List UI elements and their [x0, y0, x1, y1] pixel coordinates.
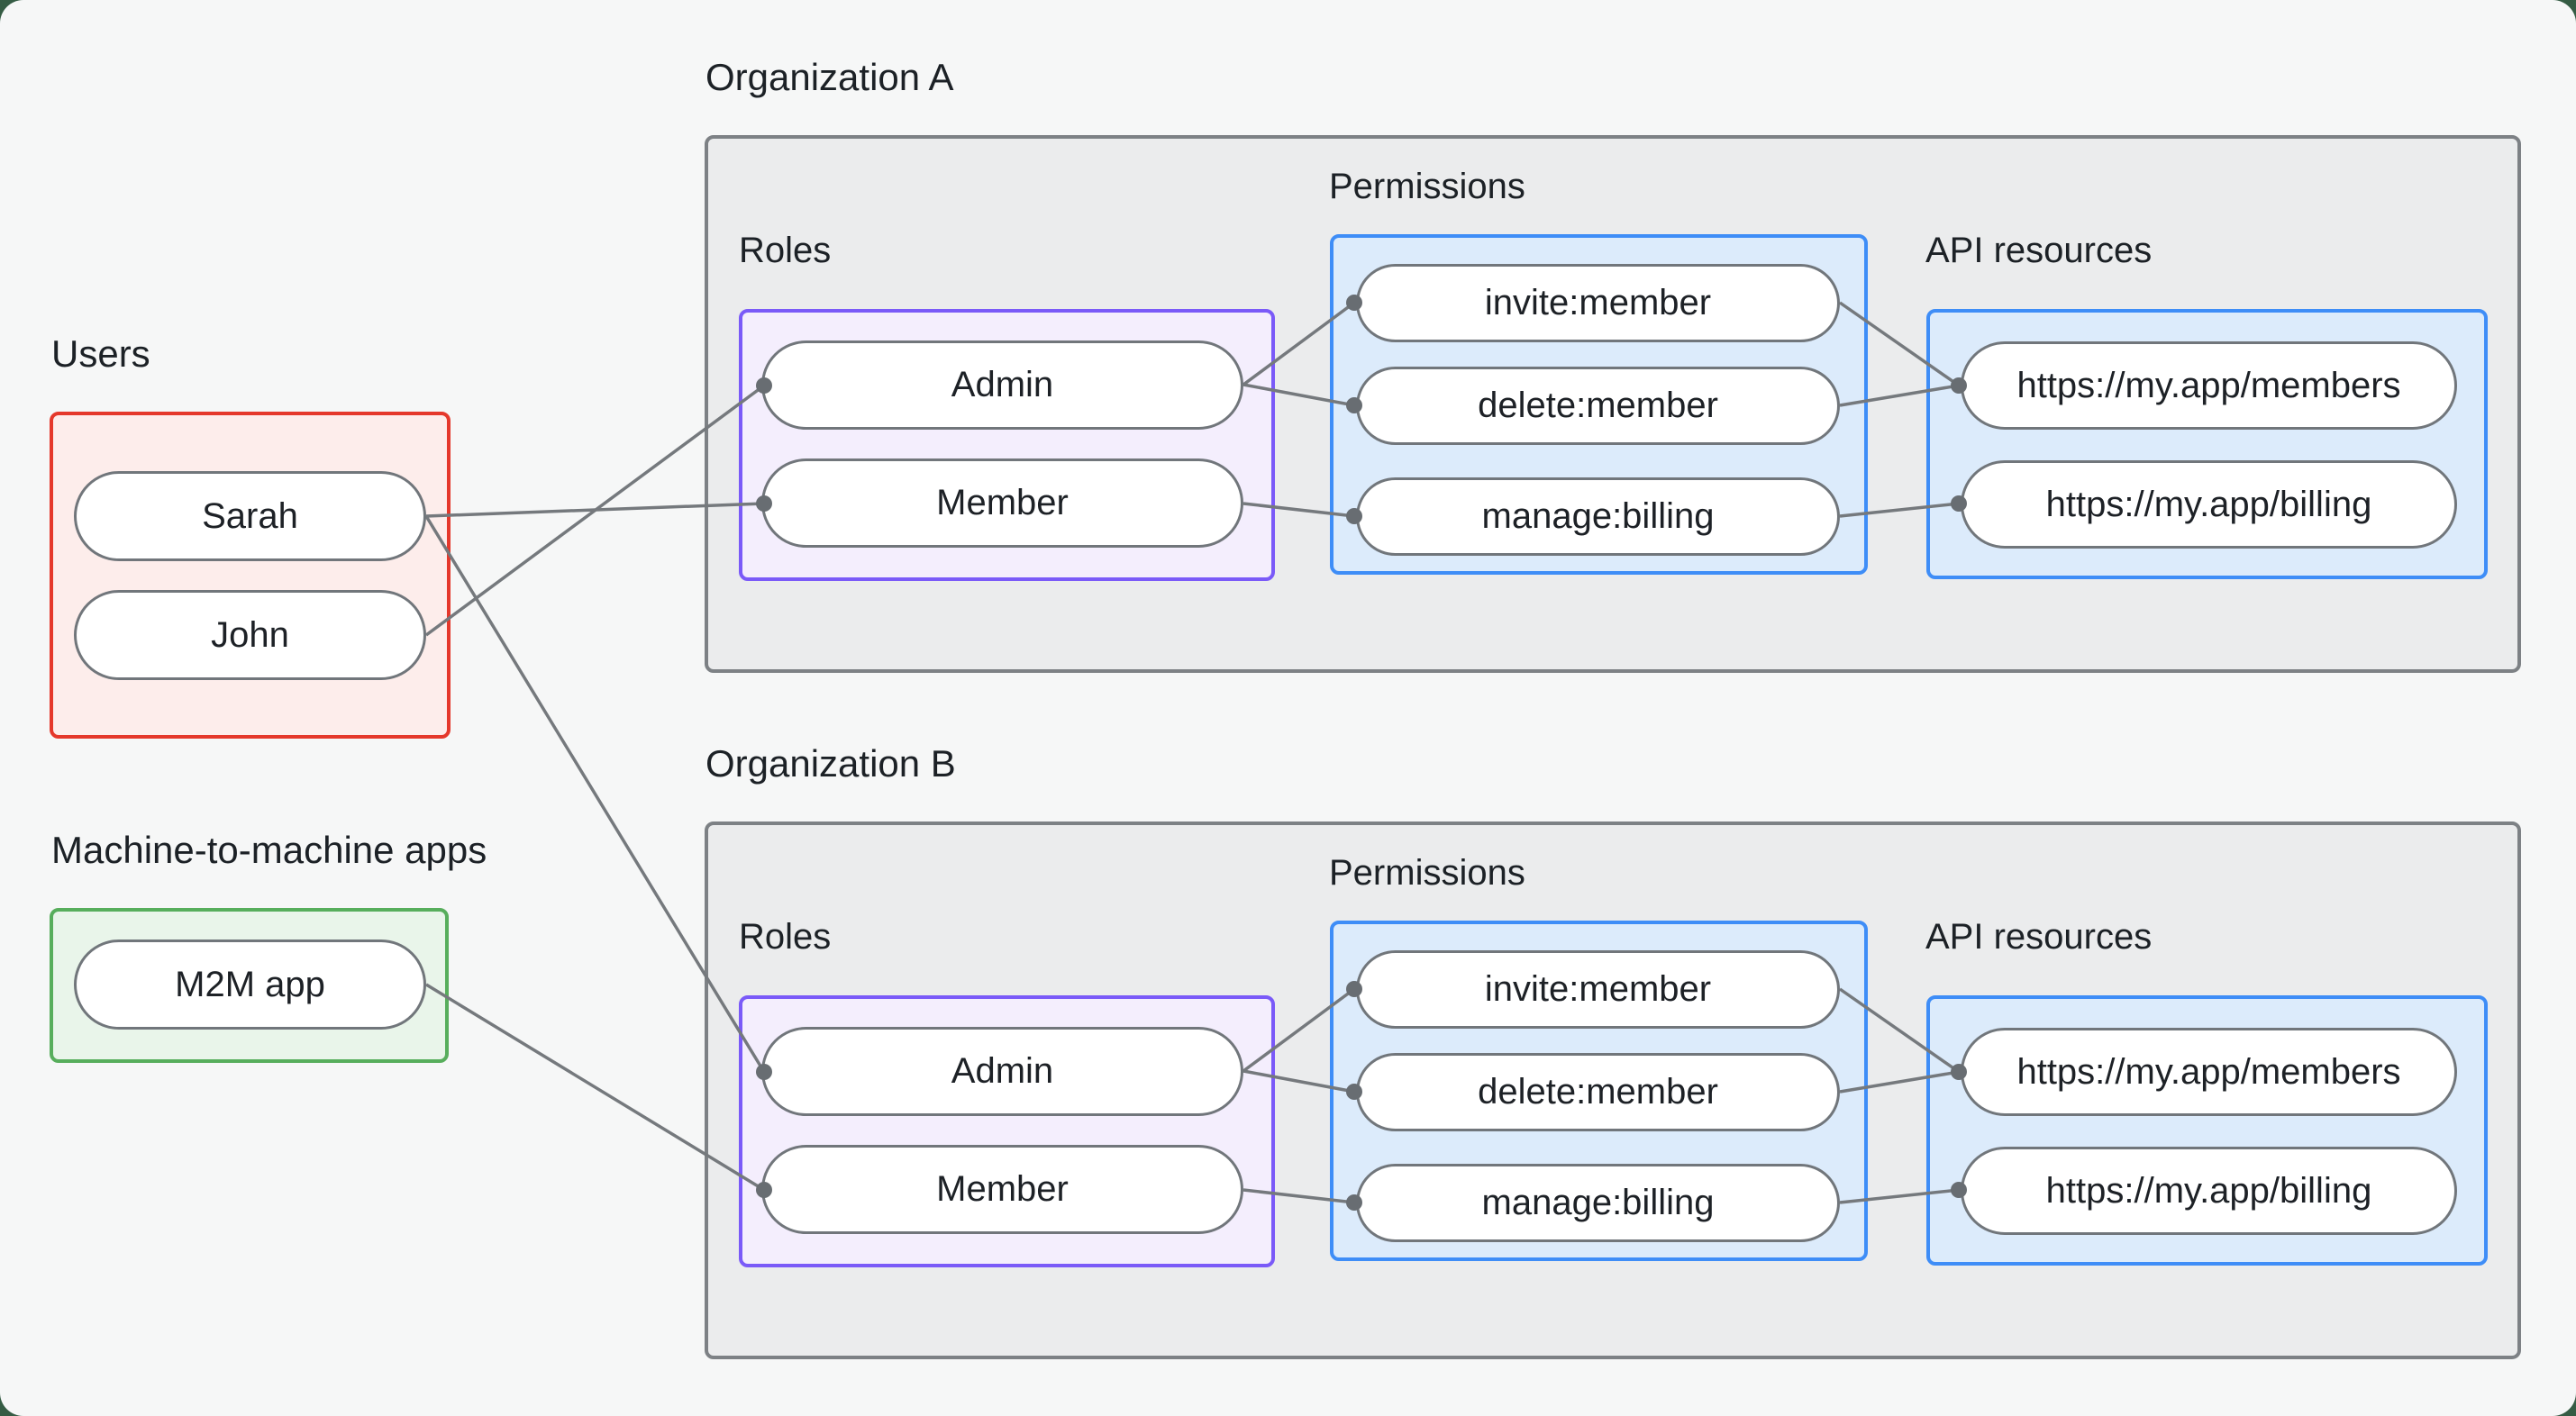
org-a-api-pill-members: https://my.app/members: [1961, 341, 2457, 430]
org-a-api-pill-billing: https://my.app/billing: [1961, 460, 2457, 549]
m2m-group-label: Machine-to-machine apps: [51, 829, 487, 871]
org-b-api-resources-label: API resources: [1925, 917, 2153, 957]
users-group-box: [50, 412, 451, 739]
org-b-api-pill-members: https://my.app/members: [1961, 1028, 2457, 1116]
org-a-role-pill-admin: Admin: [761, 340, 1243, 430]
org-b-permission-pill-invite-member: invite:member: [1356, 950, 1840, 1029]
org-b-role-pill-member: Member: [761, 1145, 1243, 1234]
org-a-permission-pill-delete-member: delete:member: [1356, 367, 1840, 445]
org-a-permission-pill-invite-member: invite:member: [1356, 264, 1840, 342]
org-b-permission-pill-manage-billing: manage:billing: [1356, 1164, 1840, 1242]
org-a-api-resources-label: API resources: [1925, 231, 2153, 270]
user-pill-sarah: Sarah: [74, 471, 426, 561]
m2m-app-pill: M2M app: [74, 939, 426, 1030]
org-b-role-pill-admin: Admin: [761, 1027, 1243, 1116]
users-group-label: Users: [51, 332, 150, 375]
org-b-permission-pill-delete-member: delete:member: [1356, 1053, 1840, 1131]
org-a-permissions-label: Permissions: [1329, 167, 1525, 206]
org-a-roles-label: Roles: [739, 231, 832, 270]
org-a-title: Organization A: [705, 56, 954, 98]
org-a-permission-pill-manage-billing: manage:billing: [1356, 477, 1840, 556]
org-b-api-pill-billing: https://my.app/billing: [1961, 1147, 2457, 1235]
org-b-permissions-label: Permissions: [1329, 853, 1525, 893]
user-pill-john: John: [74, 590, 426, 680]
org-a-role-pill-member: Member: [761, 458, 1243, 548]
